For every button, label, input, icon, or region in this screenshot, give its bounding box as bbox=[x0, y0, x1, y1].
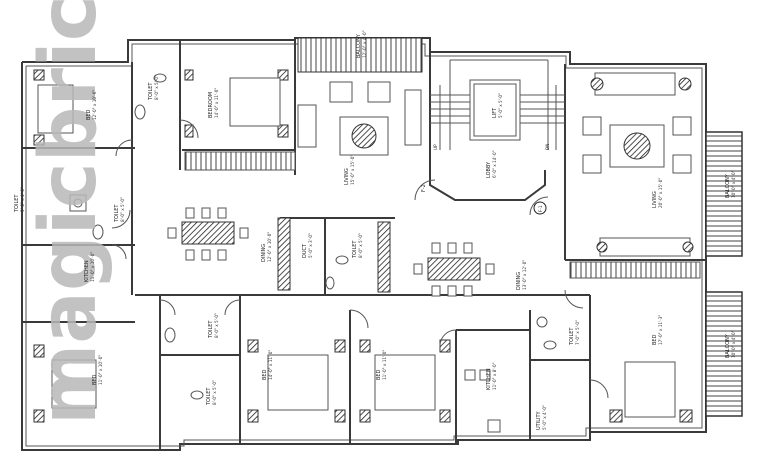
room-dim-toilet-s3: 7'-0" x 5'-0" bbox=[575, 320, 580, 345]
interior-walls bbox=[22, 40, 706, 450]
room-name-kitchen-s: KITCHEN bbox=[486, 368, 492, 390]
room-name-toilet-s1: TOILET bbox=[208, 320, 214, 339]
room-name-duct: DUCT bbox=[302, 243, 308, 258]
room-dim-bed-s1: 14'-0" x 11'-0" bbox=[268, 350, 273, 380]
room-name-utility: UTILITY bbox=[536, 410, 542, 430]
room-dim-living-e: 20'-0" x 15'-0" bbox=[658, 178, 663, 208]
furniture bbox=[37, 72, 694, 418]
room-dim-dining-c: 13'-0" x 12'-0" bbox=[522, 260, 527, 290]
room-dim-lobby: 6'-0" x 14'-0" bbox=[492, 150, 497, 178]
room-name-balcony-e2: BALCONY bbox=[725, 333, 731, 358]
room-dim-toilet-xw: 5'-0" x 4'-0" bbox=[20, 187, 25, 212]
room-dim-toilet-s2: 8'-0" x 5'-0" bbox=[212, 380, 217, 405]
room-dim-lift: 5'-0" x 5'-0" bbox=[498, 93, 503, 118]
room-name-bed-sw: BED bbox=[92, 374, 98, 385]
stair-and-lift bbox=[430, 59, 565, 150]
room-dim-utility: 5'-0" x 4'-0" bbox=[542, 405, 547, 430]
room-name-bed-s2: BED bbox=[376, 369, 382, 380]
room-name-toilet-s3: TOILET bbox=[569, 327, 575, 346]
room-name-balcony-n: BALCONY bbox=[356, 33, 362, 58]
marker-f1-circle bbox=[533, 201, 547, 215]
room-dim-kitchen-s: 11'-0" x 8'-0" bbox=[492, 362, 497, 390]
room-name-lobby: LOBBY bbox=[486, 161, 492, 178]
room-name-kitchen-w: KITCHEN bbox=[84, 260, 90, 282]
columns bbox=[33, 69, 693, 423]
stair-down-label: DN bbox=[545, 144, 550, 150]
room-name-living-e: LIVING bbox=[652, 191, 658, 208]
room-name-dining-c: DINING bbox=[516, 272, 522, 290]
stair-up-label: UP bbox=[433, 144, 438, 150]
room-dim-toilet-c: 8'-0" x 5'-0" bbox=[358, 233, 363, 258]
room-dim-toilet-n1: 8'-0" x 5'-0" bbox=[154, 75, 159, 100]
room-dim-bed-se: 17'-0" x 11'-3" bbox=[658, 315, 663, 345]
room-dim-bed-nw: 12'-0" x 10'-6" bbox=[92, 90, 97, 120]
room-dim-toilet-w: 8'-0" x 5'-0" bbox=[120, 197, 125, 222]
room-name-toilet-n1: TOILET bbox=[148, 82, 154, 101]
room-dim-bed-sw: 11'-0" x 10'-0" bbox=[98, 355, 103, 385]
room-dim-balcony-n: 12'-0" x 4'-0" bbox=[362, 30, 367, 58]
room-name-living-w: LIVING bbox=[344, 168, 350, 185]
door-swings bbox=[111, 119, 609, 399]
room-name-toilet-c: TOILET bbox=[352, 240, 358, 259]
room-name-balcony-e1: BALCONY bbox=[725, 173, 731, 198]
lobby-walls bbox=[414, 170, 549, 216]
room-dim-bedroom-n: 14'-0" x 11'-0" bbox=[214, 88, 219, 118]
room-name-bed-nw: BED bbox=[86, 109, 92, 120]
marker-f1: F-1 bbox=[538, 205, 543, 212]
room-dim-living-w: 15'-0" x 15'-0" bbox=[350, 155, 355, 185]
toilet-fixtures bbox=[69, 73, 557, 433]
room-name-toilet-s2: TOILET bbox=[206, 387, 212, 406]
room-name-toilet-xw: TOILET bbox=[14, 194, 20, 213]
watermark: magicbricks bbox=[24, 0, 114, 425]
room-dim-kitchen-w: 11'-0" x 10'-0" bbox=[90, 252, 95, 282]
room-name-dining-w: DINING bbox=[261, 244, 267, 262]
room-name-bedroom-n: BEDROOM bbox=[208, 92, 214, 118]
balconies bbox=[184, 37, 743, 417]
room-dim-bed-s2: 11'-0" x 11'-0" bbox=[382, 350, 387, 380]
room-name-toilet-w: TOILET bbox=[114, 204, 120, 223]
room-dim-balcony-e1: 10'-0" x 4'-0" bbox=[731, 170, 736, 198]
room-dim-duct: 5'-0" x 3'-0" bbox=[308, 233, 313, 258]
room-dim-toilet-s1: 8'-0" x 5'-0" bbox=[214, 313, 219, 338]
room-name-bed-s1: BED bbox=[262, 369, 268, 380]
room-dim-dining-w: 12'-0" x 10'-0" bbox=[267, 232, 272, 262]
room-dim-balcony-e2: 10'-0" x 4'-0" bbox=[731, 330, 736, 358]
room-name-lift: LIFT bbox=[492, 107, 498, 118]
marker-f2: F-2 bbox=[421, 184, 427, 192]
dining-sets bbox=[167, 207, 495, 297]
room-name-bed-se: BED bbox=[652, 334, 658, 345]
